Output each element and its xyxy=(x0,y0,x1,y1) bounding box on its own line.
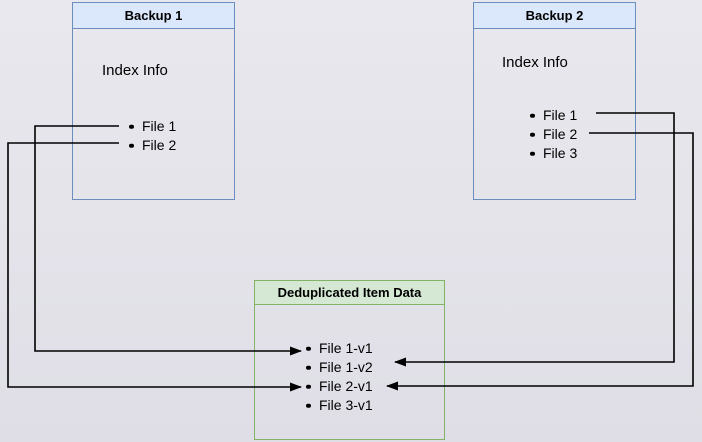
backup1-file-2: File 2 xyxy=(127,136,176,155)
backup2-index-info-label: Index Info xyxy=(502,54,568,71)
backup1-index-info-label: Index Info xyxy=(102,62,168,79)
dedup-title: Deduplicated Item Data xyxy=(255,281,444,305)
dedup-file-1-v1: File 1-v1 xyxy=(304,339,373,358)
backup1-file-1: File 1 xyxy=(127,117,176,136)
backup2-title: Backup 2 xyxy=(474,3,635,29)
backup1-container: Backup 1 Index Info File 1 File 2 xyxy=(72,2,235,200)
dedup-file-2-v1: File 2-v1 xyxy=(304,377,373,396)
dedup-file-3-v1: File 3-v1 xyxy=(304,396,373,415)
backup2-container: Backup 2 Index Info File 1 File 2 File 3 xyxy=(473,2,636,200)
dedup-item-list: File 1-v1 File 1-v2 File 2-v1 File 3-v1 xyxy=(304,339,373,415)
backup1-title: Backup 1 xyxy=(73,3,234,29)
dedup-file-1-v2: File 1-v2 xyxy=(304,358,373,377)
dedup-container: Deduplicated Item Data File 1-v1 File 1-… xyxy=(254,280,445,440)
backup2-file-1: File 1 xyxy=(528,106,577,125)
backup2-file-2: File 2 xyxy=(528,125,577,144)
backup2-file-list: File 1 File 2 File 3 xyxy=(528,106,577,163)
backup1-file-list: File 1 File 2 xyxy=(127,117,176,155)
backup2-file-3: File 3 xyxy=(528,144,577,163)
